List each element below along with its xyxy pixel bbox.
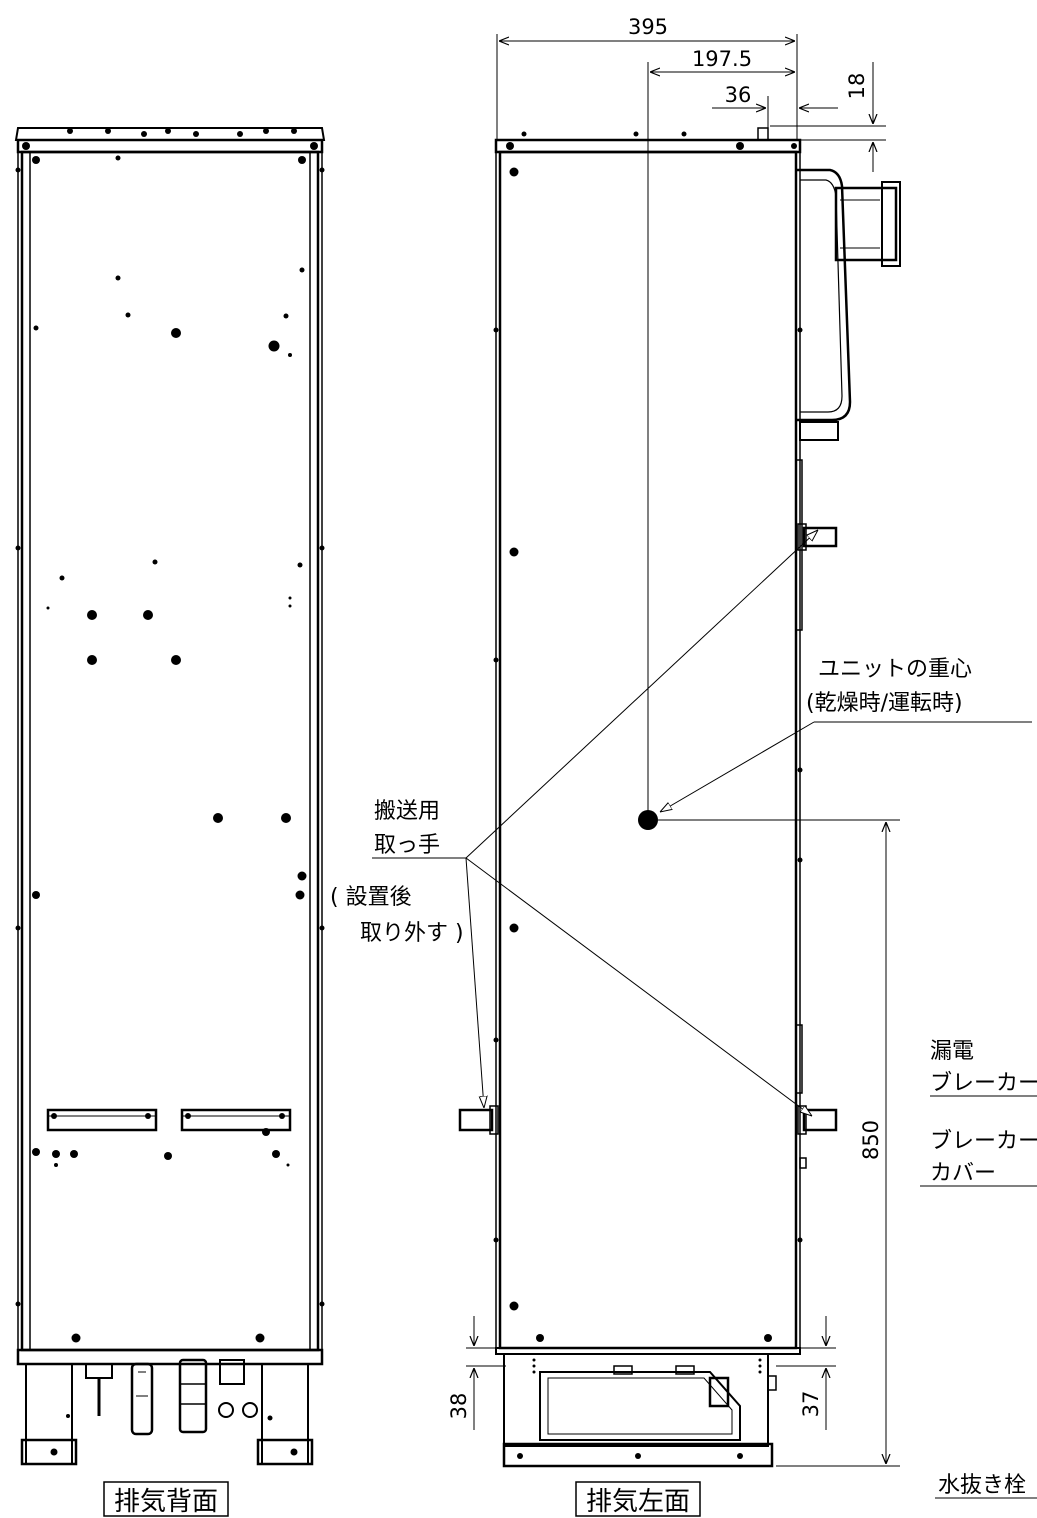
dim-197-5: 197.5 xyxy=(692,47,752,71)
left-foot xyxy=(502,1442,774,1468)
leader-lines xyxy=(372,530,1037,1499)
dim-36: 36 xyxy=(725,83,752,107)
handle-note-1: ( 設置後 xyxy=(330,885,412,910)
drain-valve xyxy=(708,1376,730,1408)
back-view-holes xyxy=(15,128,325,1456)
pipe-1 xyxy=(85,1363,113,1379)
pipe-2 xyxy=(130,1362,154,1436)
left-handle-back xyxy=(458,1108,494,1132)
leakage-label-2: ブレーカー xyxy=(930,1071,1037,1096)
back-leg-left xyxy=(25,1363,73,1465)
dimension-lines xyxy=(466,34,900,1467)
exhaust-duct xyxy=(796,168,852,422)
handle-note-2: 取り外す ) xyxy=(360,921,464,946)
cog-label-1: ユニットの重心 xyxy=(818,657,972,682)
handle-label-2: 取っ手 xyxy=(374,833,440,858)
svg-text:排気左面: 排気左面 xyxy=(586,1487,690,1517)
left-view-title: 排気左面 xyxy=(575,1481,701,1517)
svg-text:排気背面: 排気背面 xyxy=(114,1487,218,1517)
leakage-label-1: 漏電 xyxy=(930,1039,974,1064)
handle-label-1: 搬送用 xyxy=(374,799,440,824)
left-base xyxy=(503,1353,769,1447)
drain-label: 水抜き栓 xyxy=(938,1473,1026,1498)
back-body xyxy=(20,150,320,1352)
back-handle-right xyxy=(180,1108,292,1132)
dim-395: 395 xyxy=(628,15,668,39)
dim-18: 18 xyxy=(845,73,869,100)
exhaust-outlet xyxy=(834,186,898,262)
back-bottom-rail xyxy=(16,1348,324,1366)
left-handle-upper xyxy=(802,526,838,548)
left-view xyxy=(458,127,901,1468)
back-top-rail xyxy=(16,138,324,154)
dim-850: 850 xyxy=(859,1120,883,1160)
back-view-title: 排気背面 xyxy=(103,1481,229,1517)
cog-label-2: (乾燥時/運転時) xyxy=(806,691,963,716)
back-handle-left xyxy=(46,1108,158,1132)
drain-box xyxy=(539,1371,741,1441)
left-handle-lower xyxy=(802,1108,838,1132)
back-leg-right xyxy=(261,1363,309,1465)
dim-38: 38 xyxy=(447,1393,471,1420)
breaker-cover-label-1: ブレーカー xyxy=(930,1129,1037,1154)
pipe-4 xyxy=(219,1359,245,1385)
dim-37: 37 xyxy=(799,1391,823,1418)
breaker-cover-label-2: カバー xyxy=(930,1161,996,1186)
back-view xyxy=(14,127,326,1466)
pipe-3 xyxy=(178,1358,208,1434)
